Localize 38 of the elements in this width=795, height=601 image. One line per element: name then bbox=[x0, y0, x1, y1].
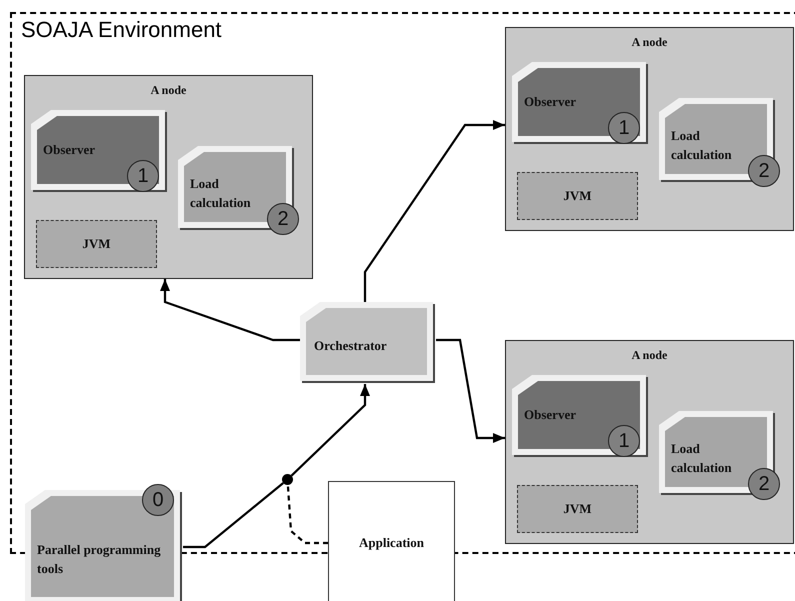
box-label: Application bbox=[358, 535, 425, 551]
panel-title: A node bbox=[630, 35, 668, 50]
observer-card bbox=[512, 375, 649, 458]
box-label: JVM bbox=[82, 236, 111, 252]
card-label: Parallel programming tools bbox=[37, 541, 162, 578]
connector-line bbox=[183, 482, 284, 548]
application-box bbox=[328, 481, 455, 601]
observer-card bbox=[31, 110, 168, 193]
jvm-box bbox=[517, 172, 638, 220]
arrow bbox=[290, 384, 370, 476]
card-label: Observer bbox=[524, 93, 576, 111]
node-panel bbox=[505, 340, 794, 544]
jvm-box bbox=[517, 485, 638, 533]
orchestrator-card bbox=[300, 302, 436, 384]
node-panel bbox=[24, 75, 313, 279]
box-label: JVM bbox=[563, 501, 592, 517]
card-label: Observer bbox=[524, 406, 576, 424]
card-label: Orchestrator bbox=[314, 337, 387, 355]
connector-line bbox=[286, 484, 328, 544]
arrow bbox=[436, 338, 505, 443]
card-label: Observer bbox=[43, 141, 95, 159]
box-label: JVM bbox=[563, 188, 592, 204]
number-badge: 2 bbox=[748, 468, 780, 500]
number-badge: 2 bbox=[748, 155, 780, 187]
card-label: Load calculation bbox=[671, 440, 733, 477]
observer-card bbox=[512, 62, 649, 145]
region-title: SOAJA Environment bbox=[21, 17, 222, 43]
jvm-box bbox=[36, 220, 157, 268]
card-label: Load calculation bbox=[190, 175, 252, 212]
arrow bbox=[160, 279, 300, 342]
panel-title: A node bbox=[630, 348, 668, 363]
node-panel bbox=[505, 27, 794, 231]
card-label: Load calculation bbox=[671, 127, 733, 164]
arrow bbox=[364, 120, 505, 302]
panel-title: A node bbox=[150, 83, 188, 98]
number-badge: 2 bbox=[267, 203, 299, 235]
junction-dot bbox=[282, 474, 293, 485]
number-badge: 0 bbox=[142, 484, 174, 516]
